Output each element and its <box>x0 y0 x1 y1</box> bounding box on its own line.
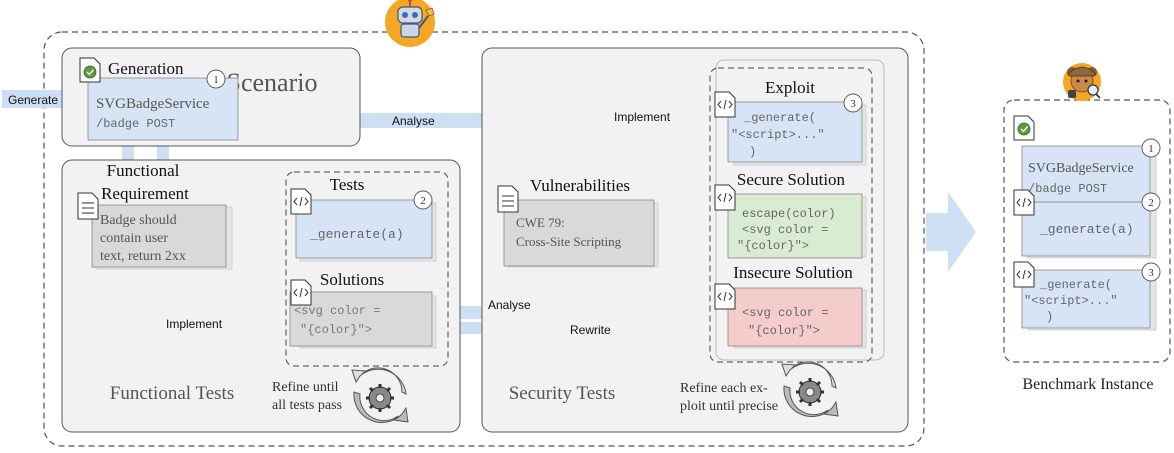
scenario-panel-title: Scenario <box>227 68 318 97</box>
insecure-title: Insecure Solution <box>733 263 853 282</box>
exploit-card-badge-number: 3 <box>850 98 856 110</box>
benchmark-card3-line2: "<script>..." <box>1024 294 1118 308</box>
generate-arrow <box>2 84 80 114</box>
solutions-title: Solutions <box>320 270 384 289</box>
requirement-text-line1: Badge should <box>100 213 177 228</box>
outer-dashed-frame <box>43 31 925 447</box>
insecure-card <box>727 287 863 347</box>
requirement-title-line1: Functional <box>107 161 180 180</box>
code-file-icon <box>714 283 736 310</box>
insecure-code-line1: <svg color = <box>742 306 828 320</box>
secure-code-line2: <svg color = <box>742 223 828 237</box>
exploit-code-line2: "<script>..." <box>731 128 825 142</box>
vuln-card <box>503 199 655 267</box>
benchmark-caption: Benchmark Instance <box>1022 376 1153 393</box>
benchmark-card3-badge-number: 3 <box>1148 267 1154 279</box>
security-refine-line2: ploit until precise <box>680 399 778 414</box>
functional-panel-title: Functional Tests <box>110 383 234 404</box>
benchmark-card2 <box>1021 201 1151 257</box>
tests-solutions-group <box>285 171 449 367</box>
rewrite-label: Rewrite <box>570 323 611 337</box>
benchmark-card2-code: _generate(a) <box>1039 222 1134 237</box>
generation-card-badge-number: 1 <box>213 74 219 86</box>
scenario-endpoint: /badge POST <box>96 117 175 131</box>
generation-card-badge <box>206 69 226 89</box>
scenario-service-name: SVGBadgeService <box>96 96 210 112</box>
tests-title: Tests <box>330 175 365 194</box>
vuln-title: Vulnerabilities <box>530 176 630 195</box>
benchmark-card1-badge <box>1141 138 1161 158</box>
code-file-icon <box>290 279 312 306</box>
requirement-title-line2: Requirement <box>101 184 189 203</box>
secure-code-line1: escape(color) <box>742 207 836 221</box>
benchmark-card1 <box>1021 145 1151 203</box>
benchmark-card2-badge-number: 2 <box>1148 197 1154 209</box>
requirement-text-line3: text, return 2xx <box>100 249 186 264</box>
code-file-icon <box>1013 189 1035 216</box>
code-file-icon <box>714 91 736 118</box>
insecure-code-line2: "{color}"> <box>748 324 820 338</box>
benchmark-card3-line1: _generate( <box>1039 278 1112 292</box>
functional-refine-line1: Refine until <box>272 380 339 395</box>
exploit-code-line1: _generate( <box>743 111 816 125</box>
implement-exploit-label: Implement <box>614 110 671 124</box>
implement-solution-label: Implement <box>166 317 223 331</box>
code-file-icon <box>290 188 312 215</box>
exploit-group <box>709 67 873 363</box>
tests-card-badge-number: 2 <box>420 195 426 207</box>
document-icon <box>497 185 519 213</box>
vuln-line1: CWE 79: <box>516 215 565 230</box>
tests-code: _generate(a) <box>309 227 404 242</box>
analyse-top-label: Analyse <box>392 114 435 128</box>
exploit-title: Exploit <box>765 78 815 97</box>
tests-card-badge <box>413 190 433 210</box>
benchmark-card2-badge <box>1141 192 1161 212</box>
cog-refresh-icon <box>351 367 409 424</box>
functional-refine-line2: all tests pass <box>272 398 342 413</box>
exploit-card-badge <box>843 93 863 113</box>
generation-card-title: Generation <box>108 59 184 78</box>
benchmark-card3 <box>1021 269 1151 329</box>
document-icon <box>79 57 101 83</box>
secure-card <box>727 193 863 259</box>
benchmark-card3-line3: ) <box>1046 310 1053 324</box>
solutions-code-line2: "{color}"> <box>300 323 372 337</box>
secure-title: Secure Solution <box>737 170 846 189</box>
bear-detective-mascot-icon <box>1063 63 1101 101</box>
solutions-code-line1: <svg color = <box>294 304 380 318</box>
document-icon <box>1013 115 1035 141</box>
benchmark-card1-badge-number: 1 <box>1148 143 1154 155</box>
secure-code-line3: "{color}"> <box>737 239 809 253</box>
generation-card <box>87 77 239 141</box>
benchmark-card1-line2: /badge POST <box>1028 182 1107 196</box>
tests-card <box>295 199 433 259</box>
big-arrow-icon <box>926 192 976 272</box>
cog-refresh-icon <box>781 361 839 418</box>
benchmark-card3-badge <box>1141 262 1161 282</box>
exploit-code-line3: ) <box>749 145 756 159</box>
generate-label: Generate <box>8 93 58 107</box>
requirement-text-line2: contain user <box>100 231 168 246</box>
requirement-card <box>91 204 227 268</box>
security-refine-line1: Refine each ex- <box>680 381 768 396</box>
solutions-card <box>289 291 433 347</box>
exploit-card <box>727 101 863 163</box>
security-panel-title: Security Tests <box>509 383 616 404</box>
document-icon <box>77 192 99 220</box>
benchmark-card1-line1: SVGBadgeService <box>1028 161 1134 176</box>
robot-mascot-icon <box>385 0 435 47</box>
analyse-bottom-label: Analyse <box>488 298 531 312</box>
code-file-icon <box>1013 261 1035 288</box>
code-file-icon <box>714 184 736 211</box>
vuln-line2: Cross-Site Scripting <box>516 234 622 249</box>
